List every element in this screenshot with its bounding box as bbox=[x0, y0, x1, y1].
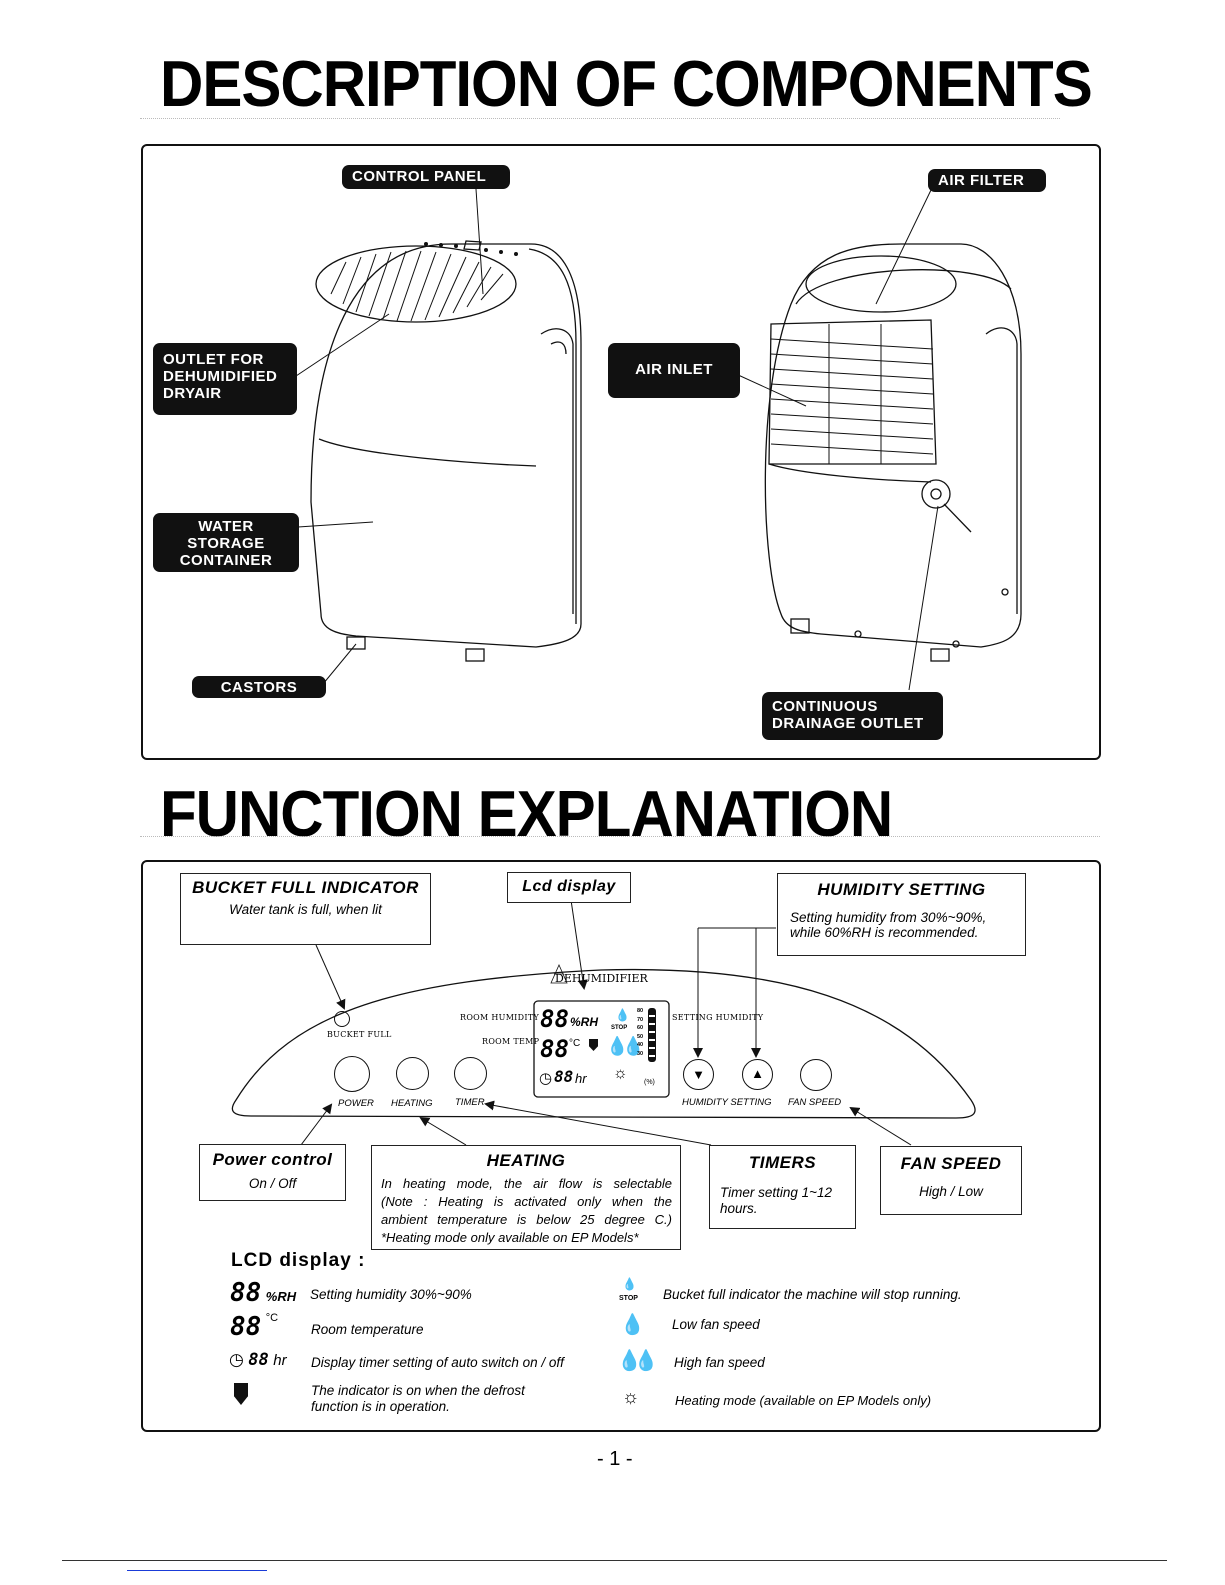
humidity-setting-label: HUMIDITY SETTING bbox=[682, 1097, 772, 1108]
legend-text-temperature: Room temperature bbox=[311, 1322, 424, 1337]
callout-fan-speed: FAN SPEED High / Low bbox=[880, 1146, 1022, 1215]
humidity-up-button[interactable]: ▲ bbox=[742, 1059, 773, 1090]
hr-unit-icon: hr bbox=[273, 1352, 287, 1369]
label-outlet-dry-air: OUTLET FOR DEHUMIDIFIED DRYAIR bbox=[153, 343, 297, 415]
section-title-components: DESCRIPTION OF COMPONENTS bbox=[160, 47, 1093, 121]
humidity-scale: 80 70 60 50 40 30 bbox=[637, 1008, 644, 1057]
page-number: - 1 - bbox=[597, 1448, 633, 1470]
defrost-icon bbox=[589, 1039, 598, 1051]
brand-logo-text: DEHUMIDIFIER bbox=[555, 972, 648, 985]
footer-link-underline[interactable] bbox=[127, 1570, 267, 1571]
label-castors: CASTORS bbox=[192, 676, 326, 698]
fan-speed-label: FAN SPEED bbox=[788, 1097, 842, 1108]
power-button[interactable] bbox=[334, 1056, 370, 1092]
legend-item-timer: ◷ 88 hr bbox=[229, 1350, 287, 1370]
bucket-full-panel-label: BUCKET FULL bbox=[327, 1030, 392, 1039]
clock-icon: ◷ bbox=[539, 1070, 553, 1087]
components-frame bbox=[141, 144, 1101, 760]
legend-text-heating: Heating mode (available on EP Models onl… bbox=[675, 1393, 932, 1408]
divider bbox=[140, 118, 1060, 119]
room-temp-label: ROOM TEMP bbox=[482, 1037, 540, 1046]
triangle-up-icon: ▲ bbox=[751, 1066, 764, 1081]
scale-unit: (%) bbox=[644, 1079, 655, 1086]
power-label: POWER bbox=[338, 1098, 374, 1109]
heating-label: HEATING bbox=[391, 1098, 433, 1109]
dehumidifier-illustration bbox=[295, 188, 1022, 691]
leader-lines bbox=[295, 188, 939, 691]
divider bbox=[140, 836, 1100, 837]
label-water-storage: WATER STORAGE CONTAINER bbox=[153, 513, 299, 572]
label-air-filter: AIR FILTER bbox=[928, 169, 1046, 192]
label-drainage-outlet: CONTINUOUS DRAINAGE OUTLET bbox=[762, 692, 943, 740]
humidity-digits-icon: 88 bbox=[230, 1278, 262, 1308]
triangle-down-icon: ▼ bbox=[692, 1067, 705, 1082]
setting-humidity-label: SETTING HUMIDITY bbox=[672, 1013, 764, 1022]
legend-text-timer: Display timer setting of auto switch on … bbox=[311, 1355, 564, 1370]
legend-text-bucket-full: Bucket full indicator the machine will s… bbox=[663, 1287, 962, 1302]
lcd-screen-outline bbox=[533, 1000, 670, 1098]
defrost-icon bbox=[234, 1383, 248, 1405]
front-unit-drawing bbox=[310, 240, 582, 662]
hr-unit: hr bbox=[575, 1071, 587, 1086]
label-air-inlet: AIR INLET bbox=[608, 343, 740, 398]
control-panel-diagram bbox=[231, 899, 976, 1146]
lcd-screen: 88 %RH 88 °C ◷ 88 hr 💧 STOP 💧💧 ☼ 80 70 6… bbox=[536, 1003, 666, 1095]
panel-outline bbox=[231, 968, 976, 1119]
degc-unit: °C bbox=[569, 1038, 581, 1049]
heating-button[interactable] bbox=[396, 1057, 429, 1090]
legend-text-low-fan: Low fan speed bbox=[672, 1317, 760, 1332]
sun-icon: ☼ bbox=[613, 1065, 628, 1082]
legend-item-temperature: 88 °C bbox=[230, 1312, 278, 1342]
function-frame bbox=[141, 860, 1101, 1432]
stop-label: STOP bbox=[611, 1025, 628, 1031]
temperature-digits-icon: 88 bbox=[230, 1312, 262, 1342]
clock-icon: ◷ bbox=[229, 1350, 244, 1369]
label-control-panel: CONTROL PANEL bbox=[342, 165, 510, 189]
timer-label: TIMER bbox=[455, 1097, 485, 1108]
callout-bucket-full: BUCKET FULL INDICATOR Water tank is full… bbox=[180, 873, 431, 945]
tree-logo-icon bbox=[550, 964, 568, 984]
callout-timers: TIMERS Timer setting 1~12 hours. bbox=[709, 1145, 856, 1229]
drop-stop-icon: 💧 bbox=[622, 1277, 637, 1291]
legend-text-defrost: The indicator is on when the defrost fun… bbox=[311, 1383, 525, 1414]
stop-icon-label: STOP bbox=[619, 1295, 638, 1302]
timer-digits-icon: 88 bbox=[248, 1350, 269, 1370]
callout-humidity-setting: HUMIDITY SETTING Setting humidity from 3… bbox=[777, 873, 1026, 956]
callout-power-control: Power control On / Off bbox=[199, 1144, 346, 1201]
footer-rule bbox=[62, 1560, 1167, 1561]
double-drop-icon: 💧💧 bbox=[617, 1350, 659, 1372]
legend-text-high-fan: High fan speed bbox=[674, 1355, 765, 1370]
sun-icon: ☼ bbox=[622, 1387, 640, 1408]
rh-unit-icon: %RH bbox=[265, 1289, 297, 1304]
rear-unit-drawing bbox=[764, 243, 1022, 662]
fan-speed-button[interactable] bbox=[800, 1059, 832, 1091]
timer-button[interactable] bbox=[454, 1057, 487, 1090]
lcd-legend-title: LCD display : bbox=[231, 1250, 366, 1271]
drop-icon: 💧 bbox=[620, 1314, 645, 1336]
section-title-function: FUNCTION EXPLANATION bbox=[160, 777, 893, 851]
callout-lcd-display: Lcd display bbox=[507, 872, 631, 903]
timer-digits: 88 bbox=[554, 1067, 574, 1086]
double-drop-icon: 💧💧 bbox=[606, 1036, 645, 1056]
room-humidity-label: ROOM HUMIDITY bbox=[460, 1013, 540, 1022]
temp-digits: 88 bbox=[540, 1035, 569, 1063]
thermometer-bar bbox=[648, 1008, 656, 1062]
humidity-down-button[interactable]: ▼ bbox=[683, 1059, 714, 1090]
legend-item-humidity: 88 %RH bbox=[230, 1278, 296, 1308]
humidity-digits: 88 bbox=[540, 1005, 569, 1033]
rh-unit: %RH bbox=[570, 1015, 599, 1029]
callout-heating: HEATING In heating mode, the air flow is… bbox=[371, 1145, 681, 1250]
drop-stop-icon: 💧 bbox=[615, 1008, 630, 1022]
legend-text-humidity: Setting humidity 30%~90% bbox=[310, 1287, 472, 1302]
bucket-full-indicator-light bbox=[334, 1011, 350, 1027]
degc-unit-icon: °C bbox=[265, 1312, 279, 1324]
